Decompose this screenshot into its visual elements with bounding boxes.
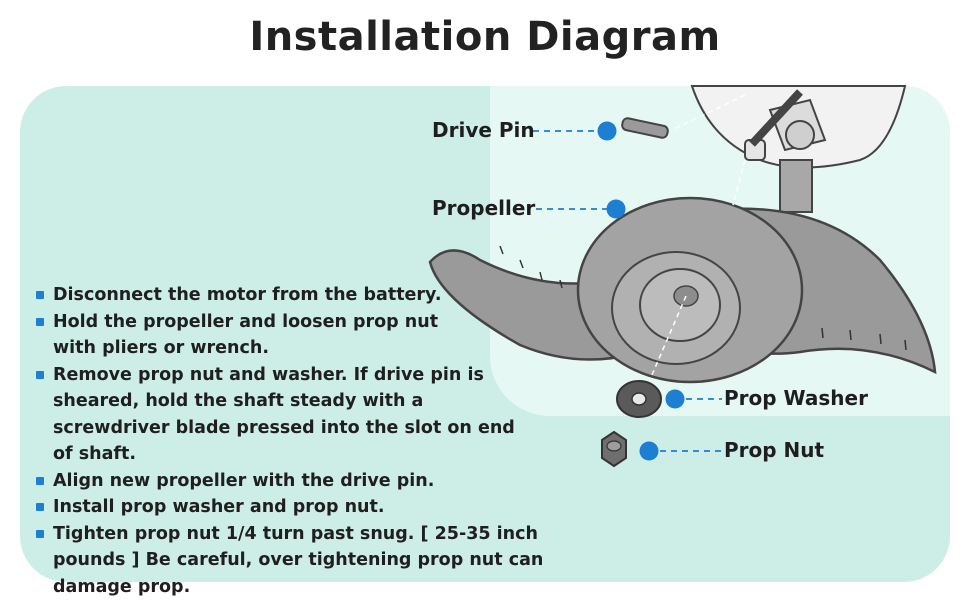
prop-washer-part xyxy=(616,380,662,418)
prop-washer-label: Prop Washer xyxy=(724,386,868,410)
page-title: Installation Diagram xyxy=(249,14,721,60)
instruction-item: Tighten prop nut 1/4 turn past snug. [ 2… xyxy=(36,521,613,600)
instruction-text: Remove prop nut and washer. If drive pin… xyxy=(53,364,515,465)
motor-housing xyxy=(690,85,907,213)
prop-nut-marker xyxy=(639,441,659,461)
instruction-text: Tighten prop nut 1/4 turn past snug. [ 2… xyxy=(53,523,544,597)
instruction-item: Remove prop nut and washer. If drive pin… xyxy=(36,362,528,468)
propeller-marker xyxy=(606,199,626,219)
instruction-text: Hold the propeller and loosen prop nut w… xyxy=(53,311,439,359)
bullet-icon xyxy=(36,370,44,379)
leader-lines xyxy=(533,130,722,452)
instruction-item: Hold the propeller and loosen prop nut w… xyxy=(36,309,473,362)
instruction-item: Install prop washer and prop nut. xyxy=(36,494,616,521)
instruction-text: Align new propeller with the drive pin. xyxy=(53,470,435,491)
instruction-text: Disconnect the motor from the battery. xyxy=(53,285,442,305)
instruction-text: Install prop washer and prop nut. xyxy=(53,497,385,517)
bullet-icon xyxy=(36,317,44,326)
propeller-part xyxy=(428,196,937,384)
prop-nut-part xyxy=(601,430,627,468)
bullet-icon xyxy=(36,291,44,299)
instruction-item: Align new propeller with the drive pin. xyxy=(36,468,616,495)
bullet-icon xyxy=(36,503,44,511)
drive-pin-label: Drive Pin xyxy=(432,118,535,142)
propeller-label: Propeller xyxy=(432,196,536,220)
prop-nut-label: Prop Nut xyxy=(724,438,825,462)
bullet-icon xyxy=(36,529,44,538)
assembly-guides xyxy=(641,94,746,399)
instruction-list: Disconnect the motor from the battery. H… xyxy=(36,282,616,600)
prop-washer-marker xyxy=(665,389,685,409)
bullet-icon xyxy=(36,476,44,485)
instruction-item: Disconnect the motor from the battery. xyxy=(36,282,616,309)
drive-pin-part xyxy=(621,117,669,139)
drive-pin-marker xyxy=(597,121,617,141)
